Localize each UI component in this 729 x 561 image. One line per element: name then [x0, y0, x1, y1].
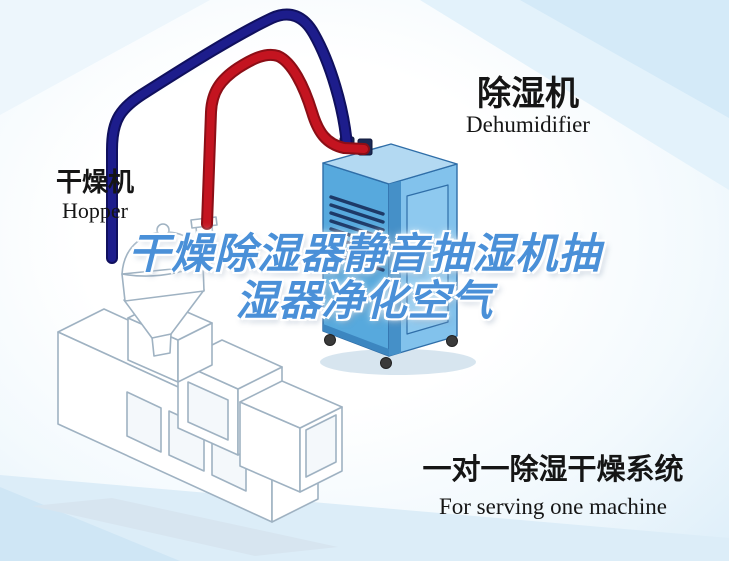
- tagline-zh: 一对一除湿干燥系统: [422, 452, 684, 486]
- headline-line2: 湿器净化空气: [235, 276, 494, 325]
- tagline-en: For serving one machine: [438, 494, 668, 519]
- pipe-blue: [108, 10, 351, 262]
- headline-line1: 干燥除湿器静音抽湿机抽: [127, 229, 601, 278]
- pipe-red: [203, 50, 368, 228]
- hopper-dryer: [121, 216, 218, 357]
- machine-panel-a: [126, 391, 162, 453]
- dehumidifier-corner-stripe: [389, 181, 401, 356]
- blue-supply-air-pipe: [106, 8, 353, 264]
- tagline: 一对一除湿干燥系统 For serving one machine: [408, 452, 698, 522]
- bg-tint-top-right-inner: [520, 0, 729, 118]
- extruder-machine: [57, 300, 343, 523]
- dehumidifier-door: [406, 184, 449, 335]
- dehumidifier-label: 除湿机 Dehumidifier: [448, 76, 608, 138]
- machine-shadow: [32, 498, 338, 556]
- hopper-dome-knob: [156, 223, 170, 237]
- red-return-air-pipe: [201, 48, 370, 230]
- hopper-flange-line: [121, 263, 204, 277]
- caster-wheels: [324, 334, 458, 369]
- hopper-label: 干燥机 Hopper: [40, 168, 150, 224]
- hopper-label-en: Hopper: [62, 198, 128, 223]
- door-handle: [441, 250, 445, 261]
- vent-grille: [329, 195, 385, 272]
- shadows: [32, 349, 476, 556]
- dehumidifier-base-strip: [323, 324, 389, 356]
- hopper-inlet-elbow: [198, 261, 207, 270]
- headline: 干燥除湿器静音抽湿机抽 湿器净化空气: [0, 230, 729, 324]
- dehumidifier-label-zh: 除湿机: [477, 74, 579, 114]
- dehumidifier-label-en: Dehumidifier: [466, 112, 590, 137]
- cabinet-right-panel: [305, 414, 337, 478]
- cabinet-right-top: [239, 380, 343, 429]
- dehumidifier-shadow: [320, 349, 476, 375]
- hopper-label-zh: 干燥机: [55, 168, 134, 198]
- bg-tint-top-left: [0, 0, 210, 115]
- cabinet-mid-panel: [187, 381, 229, 441]
